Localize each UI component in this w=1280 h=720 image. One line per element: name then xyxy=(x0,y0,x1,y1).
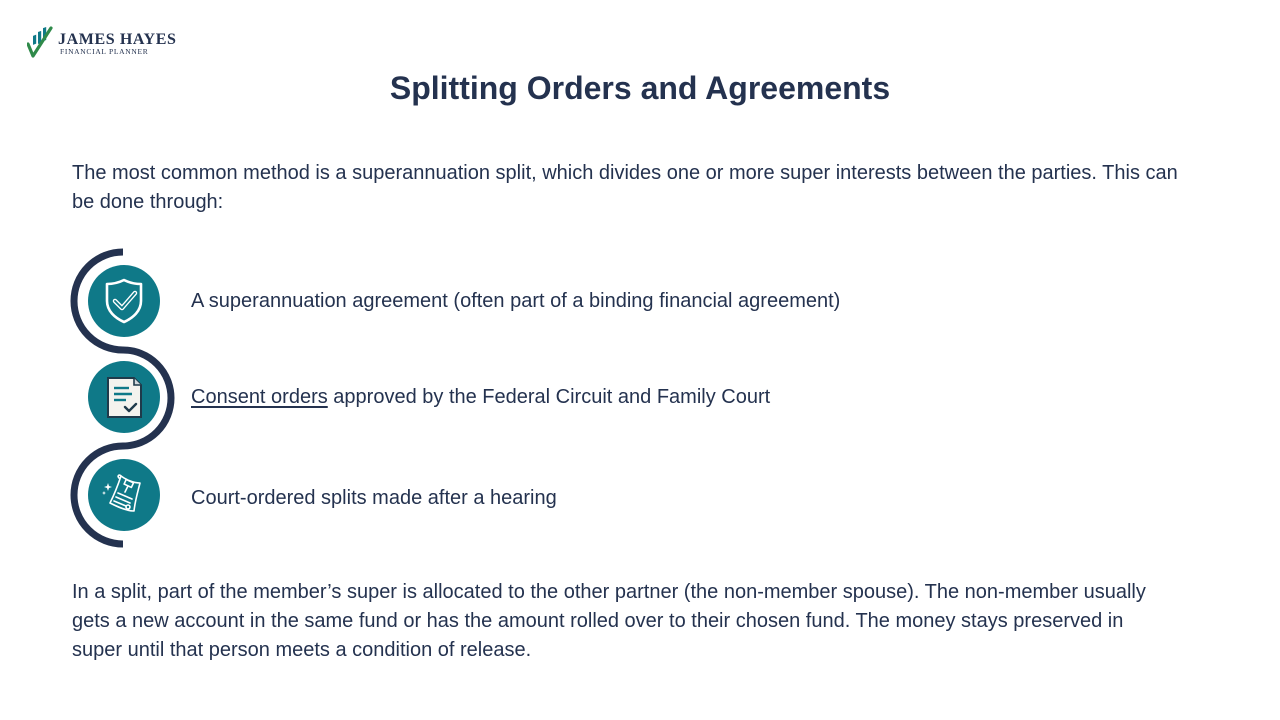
item-3-icon-badge xyxy=(88,459,160,531)
court-order-gavel-icon xyxy=(102,474,141,512)
logo-mark-icon xyxy=(27,26,53,58)
item-1-text: A superannuation agreement (often part o… xyxy=(191,289,840,313)
document-check-icon xyxy=(107,377,142,418)
item-3-label: Court-ordered splits made after a hearin… xyxy=(191,487,557,509)
closing-paragraph: In a split, part of the member’s super i… xyxy=(72,581,1146,661)
brand-name: JAMES HAYES xyxy=(58,31,177,48)
item-3-text: Court-ordered splits made after a hearin… xyxy=(191,486,557,510)
page-title: Splitting Orders and Agreements xyxy=(389,70,891,106)
brand-logo: JAMES HAYES FINANCIAL PLANNER xyxy=(27,26,202,60)
item-1-icon-badge xyxy=(88,265,160,337)
consent-orders-link[interactable]: Consent orders xyxy=(191,386,328,408)
shield-check-icon xyxy=(105,278,143,324)
item-2-label: approved by the Federal Circuit and Fami… xyxy=(327,386,771,408)
item-1-label: A superannuation agreement (often part o… xyxy=(191,290,841,312)
intro-paragraph: The most common method is a superannuati… xyxy=(72,162,1178,213)
item-2-text: Consent orders approved by the Federal C… xyxy=(191,385,770,409)
item-2-icon-badge xyxy=(88,361,160,433)
brand-tagline: FINANCIAL PLANNER xyxy=(60,47,149,56)
